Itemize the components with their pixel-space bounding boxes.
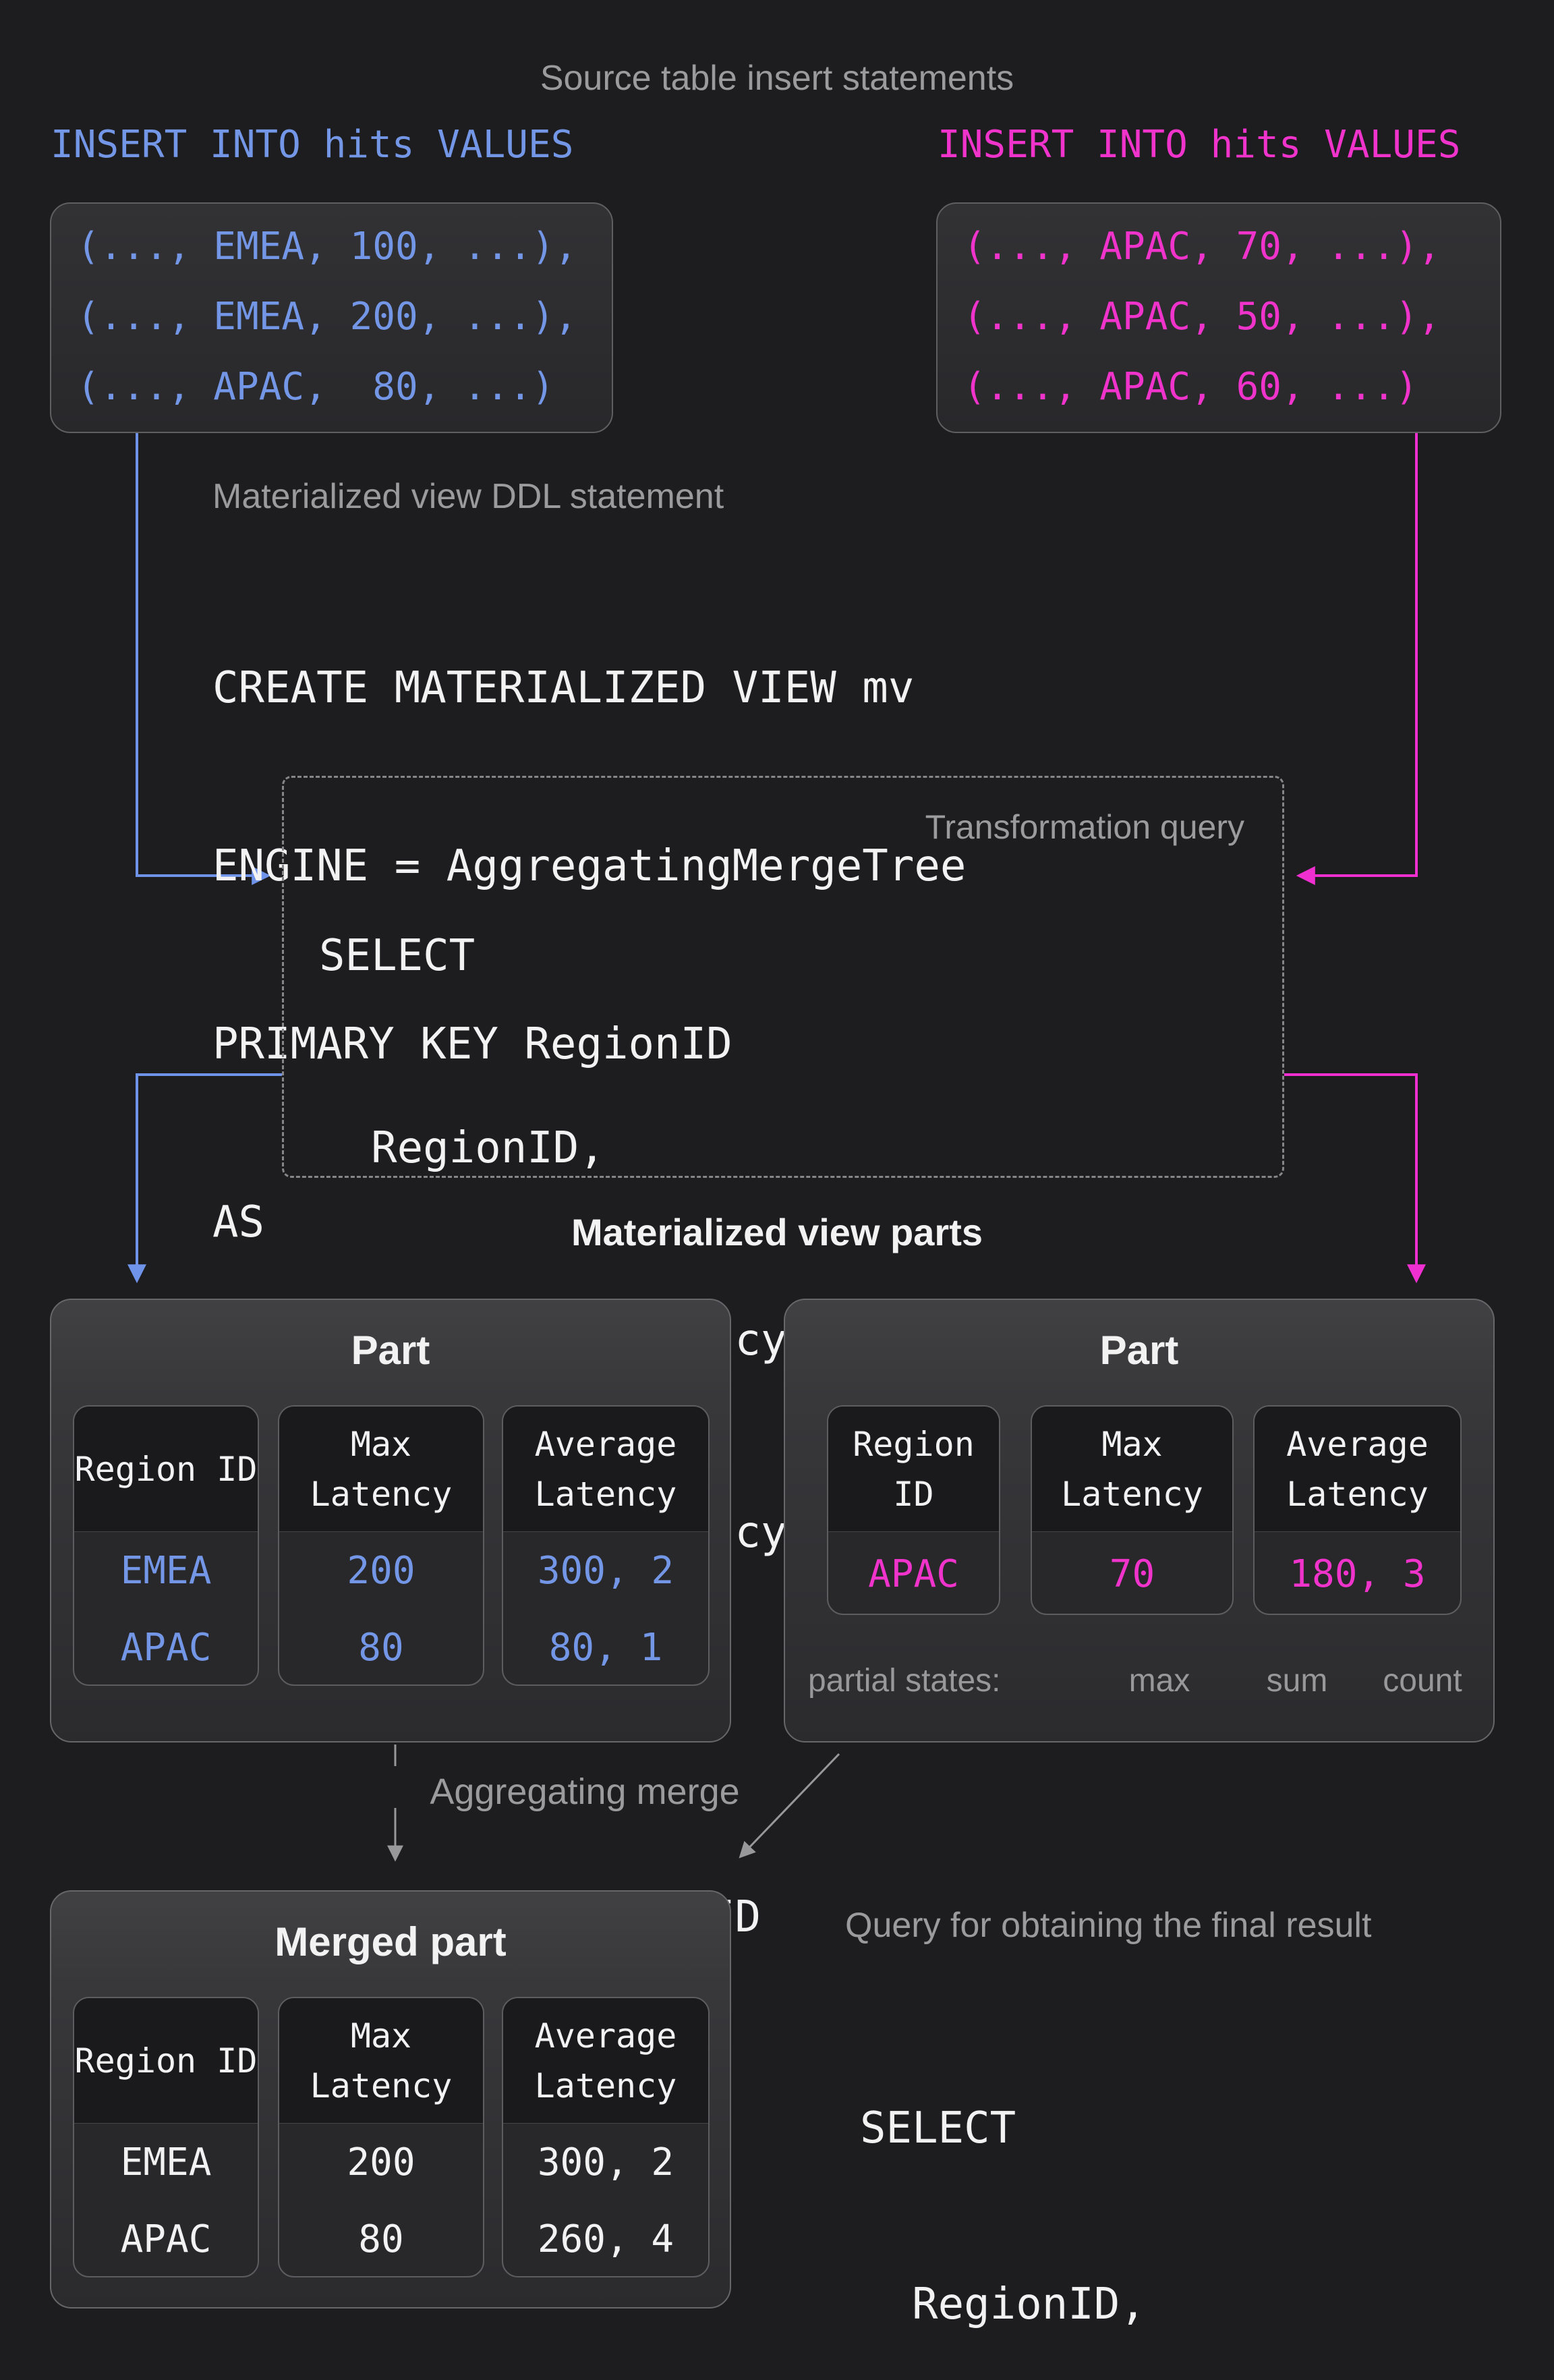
- column-header: Region ID: [828, 1407, 999, 1532]
- part-right-table: Part Region ID APAC Max Latency 70 Avera…: [784, 1299, 1495, 1743]
- part-title: Part: [1099, 1328, 1179, 1373]
- cell-value: 70: [1109, 1552, 1155, 1596]
- column-header: Region ID: [74, 1407, 258, 1532]
- code-line: CREATE MATERIALIZED VIEW mv: [212, 663, 915, 713]
- column-max-latency: Max Latency 70: [1031, 1405, 1234, 1615]
- column-region-id: Region ID EMEA APAC: [73, 1405, 259, 1686]
- code-line: AS: [212, 1197, 265, 1247]
- cell-value: EMEA: [120, 2140, 212, 2184]
- insert-left-statement: INSERT INTO hits VALUES: [51, 123, 574, 167]
- arrow-insert-right-to-query: [1296, 433, 1418, 885]
- cell-value: 300, 2: [537, 2140, 674, 2184]
- section-title-ddl: Materialized view DDL statement: [212, 477, 724, 516]
- cell-value: EMEA: [120, 1548, 212, 1593]
- cell-value: APAC: [120, 1626, 212, 1670]
- insert-left-box: (..., EMEA, 100, ...), (..., EMEA, 200, …: [50, 202, 613, 433]
- cell-value: 80: [358, 1626, 404, 1670]
- column-header: Max Latency: [279, 1998, 483, 2124]
- code-line: (..., APAC, 50, ...),: [963, 295, 1441, 339]
- column-average-latency: Average Latency 300, 2 260, 4: [502, 1997, 710, 2277]
- merged-part-table: Merged part Region ID EMEA APAC Max Late…: [50, 1890, 731, 2308]
- code-line: PRIMARY KEY RegionID: [212, 1019, 732, 1069]
- code-line: (..., APAC, 70, ...),: [963, 225, 1441, 268]
- cell-value: APAC: [120, 2217, 212, 2262]
- code-line: (..., APAC, 60, ...): [963, 365, 1418, 409]
- column-header: Max Latency: [279, 1407, 483, 1532]
- cell-value: 200: [347, 2140, 415, 2184]
- code-line: (..., APAC, 80, ...): [77, 365, 555, 409]
- cell-value: 80, 1: [548, 1626, 663, 1670]
- partial-state-max-label: max: [1128, 1663, 1190, 1699]
- cell-value: 80: [358, 2217, 404, 2262]
- code-line: (..., EMEA, 100, ...),: [77, 225, 577, 268]
- column-average-latency: Average Latency 180, 3: [1253, 1405, 1462, 1615]
- transformation-query-label: Transformation query: [925, 808, 1244, 846]
- insert-right-statement: INSERT INTO hits VALUES: [938, 123, 1461, 167]
- part-left-table: Part Region ID EMEA APAC Max Latency 200…: [50, 1299, 731, 1743]
- column-header: Average Latency: [503, 1998, 708, 2124]
- column-header: Region ID: [74, 1998, 258, 2124]
- code-line: SELECT: [319, 931, 476, 981]
- column-header: Average Latency: [503, 1407, 708, 1532]
- final-query-label: Query for obtaining the final result: [845, 1906, 1372, 1945]
- code-line: SELECT: [860, 2103, 1016, 2153]
- aggregating-merge-label: Aggregating merge: [430, 1772, 740, 1812]
- ddl-code-block: CREATE MATERIALIZED VIEW mv ENGINE = Agg…: [212, 540, 966, 1371]
- code-line: RegionID,: [319, 1123, 605, 1173]
- cell-value: 260, 4: [537, 2217, 674, 2262]
- cell-value: 180, 3: [1289, 1552, 1426, 1596]
- transformation-query-box: Transformation query: [282, 776, 1284, 1178]
- column-region-id: Region ID APAC: [827, 1405, 1000, 1615]
- cell-value: 200: [347, 1548, 415, 1593]
- cell-value: APAC: [868, 1552, 959, 1596]
- code-line: ENGINE = AggregatingMergeTree: [212, 841, 967, 891]
- column-average-latency: Average Latency 300, 2 80, 1: [502, 1405, 710, 1686]
- insert-right-box: (..., APAC, 70, ...), (..., APAC, 50, ..…: [936, 202, 1501, 433]
- column-header: Max Latency: [1032, 1407, 1232, 1532]
- section-title-mv-parts: Materialized view parts: [571, 1211, 983, 1253]
- cell-value: 300, 2: [537, 1548, 674, 1593]
- partial-states-label: partial states:: [808, 1663, 1001, 1699]
- part-title: Part: [351, 1328, 430, 1373]
- column-header: Average Latency: [1255, 1407, 1460, 1532]
- merged-part-title: Merged part: [275, 1919, 507, 1964]
- code-line: (..., EMEA, 200, ...),: [77, 295, 577, 339]
- column-max-latency: Max Latency 200 80: [278, 1997, 484, 2277]
- section-title-source-inserts: Source table insert statements: [540, 59, 1014, 98]
- partial-state-sum-label: sum: [1266, 1663, 1328, 1699]
- column-max-latency: Max Latency 200 80: [278, 1405, 484, 1686]
- column-region-id: Region ID EMEA APAC: [73, 1997, 259, 2277]
- partial-state-count-label: count: [1383, 1663, 1462, 1699]
- code-line: RegionID,: [860, 2279, 1146, 2329]
